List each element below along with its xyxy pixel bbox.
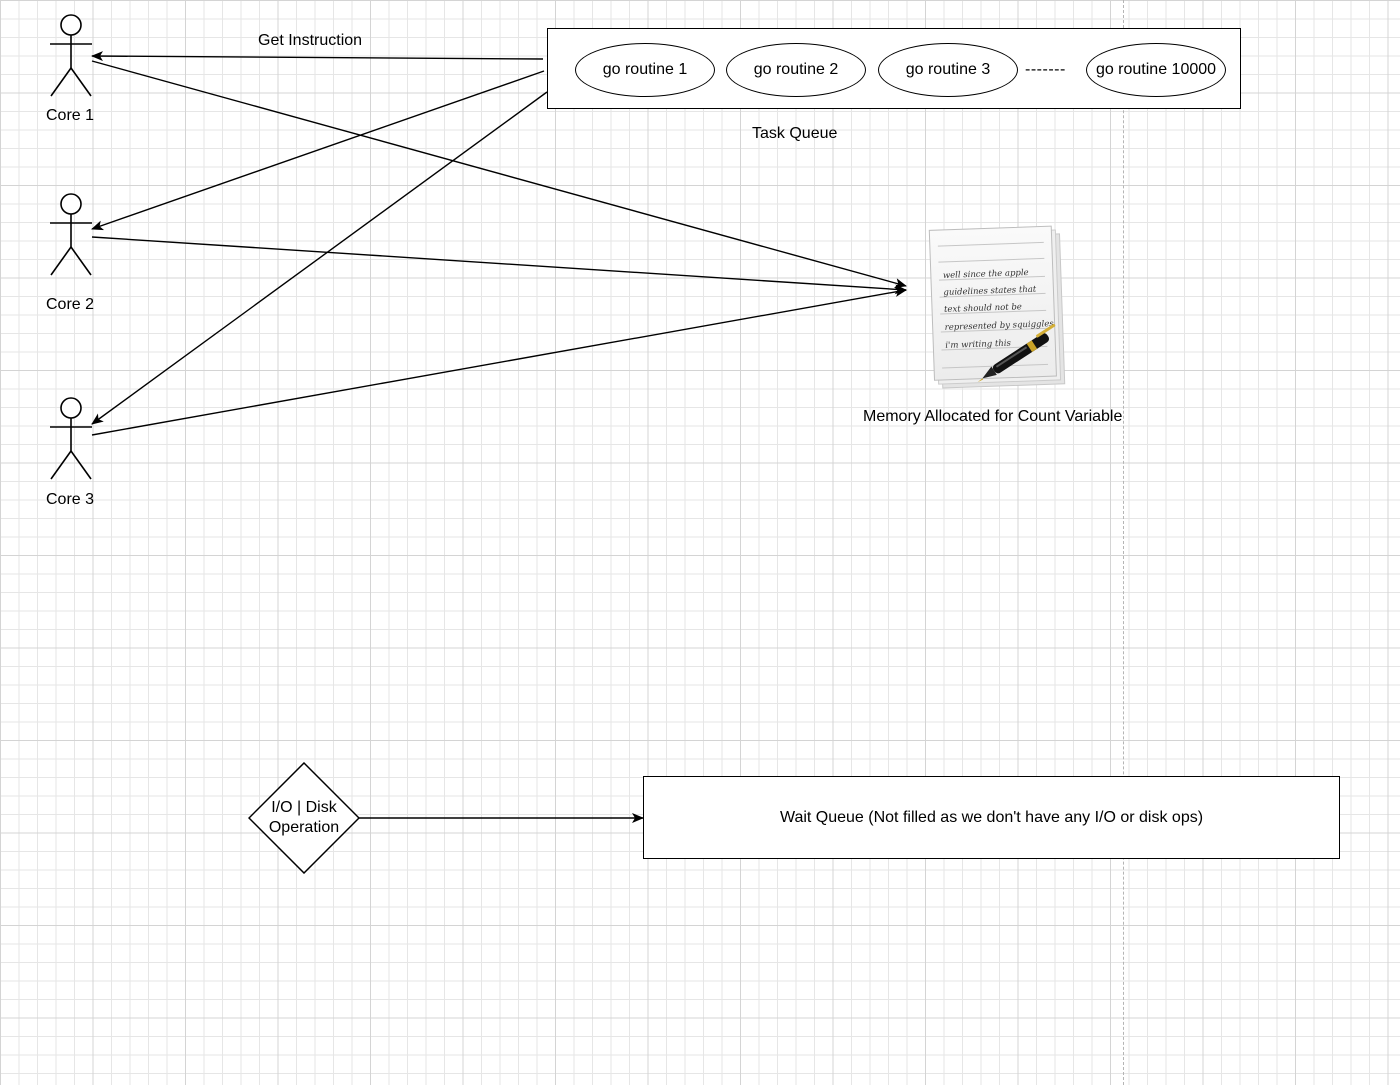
pen-icon xyxy=(977,323,1056,383)
go-routine-10000[interactable]: go routine 10000 xyxy=(1086,43,1226,97)
go-routine-2[interactable]: go routine 2 xyxy=(726,43,866,97)
edge-taskqueue-to-core1[interactable] xyxy=(91,51,544,62)
go-routine-1[interactable]: go routine 1 xyxy=(575,43,715,97)
core2-actor-icon[interactable] xyxy=(46,191,96,281)
core3-actor-icon[interactable] xyxy=(46,395,96,485)
edge-core3-to-memory[interactable] xyxy=(91,287,907,436)
get-instruction-label: Get Instruction xyxy=(258,32,363,49)
memory-note-icon[interactable]: well since the apple guidelines states t… xyxy=(926,222,1072,392)
edge-core1-to-memory[interactable] xyxy=(91,60,907,288)
edge-taskqueue-to-core2[interactable] xyxy=(91,70,545,231)
note-line-4: represented by squiggles xyxy=(945,319,1055,333)
core1-actor-icon[interactable] xyxy=(46,12,96,102)
core3-label: Core 3 xyxy=(46,491,95,508)
note-line-2: guidelines states that xyxy=(943,285,1037,298)
io-disk-operation-node[interactable]: I/O | Disk Operation xyxy=(248,762,360,874)
edge-core2-to-memory[interactable] xyxy=(91,236,907,295)
memory-label: Memory Allocated for Count Variable xyxy=(863,408,1123,425)
note-line-1: well since the apple xyxy=(943,268,1029,281)
note-line-3: text should not be xyxy=(944,302,1022,315)
edge-taskqueue-to-core3[interactable] xyxy=(91,91,548,425)
io-diamond-shape xyxy=(248,762,360,874)
note-line-5: i'm writing this xyxy=(945,339,1012,351)
go-routine-3[interactable]: go routine 3 xyxy=(878,43,1018,97)
core1-label: Core 1 xyxy=(46,107,95,124)
io-disk-operation-label: I/O | Disk Operation xyxy=(268,799,340,836)
page-break-line xyxy=(1123,0,1124,1085)
core2-label: Core 2 xyxy=(46,296,95,313)
wait-queue-label: Wait Queue (Not filled as we don't have … xyxy=(779,808,1204,826)
routine-ellipsis: ------- xyxy=(1025,61,1066,78)
task-queue-box[interactable]: go routine 1 go routine 2 go routine 3 -… xyxy=(547,28,1241,109)
wait-queue-box[interactable]: Wait Queue (Not filled as we don't have … xyxy=(643,776,1340,859)
task-queue-label: Task Queue xyxy=(752,125,838,142)
